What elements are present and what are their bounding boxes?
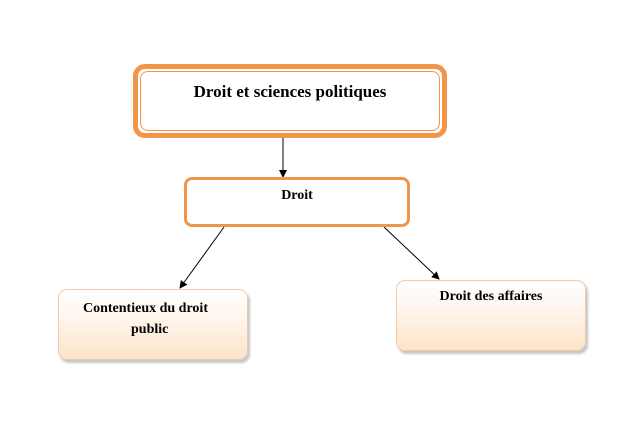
contentieux-node-label: Contentieux du droit public <box>83 298 243 340</box>
arrow-droit-to-affaires <box>383 226 440 280</box>
affaires-node: Droit des affaires <box>396 280 586 351</box>
droit-node-label: Droit <box>281 188 313 203</box>
affaires-node-label: Droit des affaires <box>439 289 543 304</box>
root-node: Droit et sciences politiques <box>133 64 447 138</box>
contentieux-node-label-line2: public <box>131 322 169 337</box>
root-node-inner-border <box>140 71 440 131</box>
droit-node: Droit <box>184 177 410 227</box>
root-node-label: Droit et sciences politiques <box>193 82 387 101</box>
contentieux-node-label-line1: Contentieux du droit <box>83 301 208 316</box>
contentieux-node: Contentieux du droit public <box>58 289 248 360</box>
arrow-droit-to-contentieux <box>179 226 225 289</box>
